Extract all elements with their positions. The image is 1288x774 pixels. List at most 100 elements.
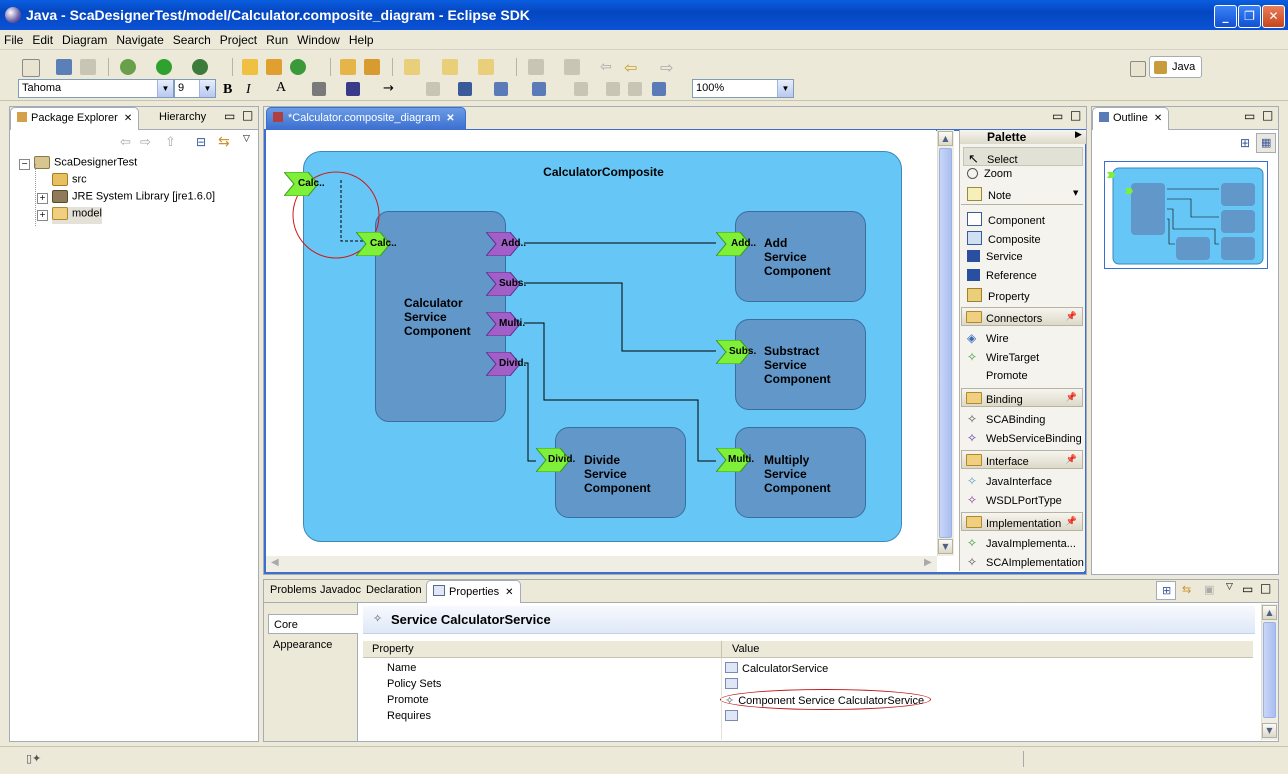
close-icon[interactable]: ✕	[123, 113, 133, 124]
back-icon[interactable]: ⇦	[624, 58, 638, 77]
outline-overview-toggle[interactable]: ▦	[1256, 133, 1276, 153]
column-property[interactable]: Property	[372, 643, 414, 655]
diagram-vertical-scrollbar[interactable]: ▲ ▼	[937, 130, 954, 556]
align-icon[interactable]	[532, 82, 546, 96]
tab-outline[interactable]: Outline✕	[1092, 107, 1170, 130]
link-editor-icon[interactable]: ⇆	[218, 134, 230, 150]
back-disabled-icon[interactable]: ⇦	[600, 59, 612, 75]
close-icon[interactable]: ✕	[505, 587, 514, 598]
menu-project[interactable]: Project	[219, 33, 258, 47]
tree-item-src[interactable]: src	[52, 173, 87, 190]
palette-tool-wire[interactable]: ◈Wire	[963, 328, 1083, 347]
compartment-icon[interactable]	[652, 82, 666, 96]
minimize-button[interactable]: _	[1214, 5, 1237, 28]
reference-divid-port[interactable]: Divid.	[486, 352, 526, 376]
tab-javadoc[interactable]: Javadoc	[314, 580, 367, 602]
tree-item-project[interactable]: ScaDesignerTest	[34, 156, 137, 173]
auto-size-icon[interactable]	[574, 82, 588, 96]
scroll-down-icon[interactable]: ▼	[1262, 723, 1277, 738]
menu-search[interactable]: Search	[172, 33, 211, 47]
java-perspective-button[interactable]: Java	[1149, 56, 1202, 78]
run-icon[interactable]	[156, 59, 172, 75]
palette-tool-javainterface[interactable]: ✧JavaInterface	[963, 471, 1083, 490]
maximize-view-icon[interactable]: □	[1262, 108, 1274, 122]
minimize-view-icon[interactable]: ▭	[1052, 109, 1064, 123]
restore-default-icon[interactable]: ▣	[1204, 583, 1215, 596]
save-icon[interactable]	[56, 59, 72, 75]
bold-button[interactable]: B	[223, 82, 233, 97]
chevron-down-icon[interactable]: ▼	[157, 80, 173, 97]
reference-multi-port[interactable]: Multi.	[486, 312, 526, 336]
column-value[interactable]: Value	[732, 643, 760, 655]
maximize-button[interactable]: ❐	[1238, 5, 1261, 28]
prev-annotation-icon[interactable]	[478, 59, 494, 75]
wire-divide[interactable]	[524, 362, 536, 462]
close-button[interactable]: ✕	[1262, 5, 1285, 28]
property-row-requires[interactable]: Requires	[363, 708, 1253, 724]
expand-icon[interactable]: +	[37, 193, 48, 204]
menu-edit[interactable]: Edit	[32, 33, 54, 47]
promote-wire[interactable]	[340, 180, 366, 242]
palette-drawer-interface[interactable]: Interface📌	[961, 450, 1083, 469]
properties-vertical-scrollbar[interactable]: ▲ ▼	[1261, 604, 1278, 740]
open-type-icon[interactable]	[340, 59, 356, 75]
menu-diagram[interactable]: Diagram	[62, 33, 108, 47]
copy-appearance-icon[interactable]	[426, 82, 440, 96]
pin-icon[interactable]: 📌	[1065, 454, 1077, 464]
new-class-icon[interactable]	[290, 59, 306, 75]
tab-calculator-diagram[interactable]: *Calculator.composite_diagram✕	[266, 107, 466, 130]
delete-route-icon[interactable]	[628, 82, 642, 96]
chevron-down-icon[interactable]: ▼	[777, 80, 793, 97]
print-icon[interactable]	[80, 59, 96, 75]
divide-service-port[interactable]: Divid.	[536, 448, 576, 472]
close-icon[interactable]: ✕	[1153, 113, 1163, 124]
reference-subs-port[interactable]: Subs.	[486, 272, 526, 296]
back-icon[interactable]: ⇦	[120, 135, 131, 150]
line-color-icon[interactable]	[346, 82, 360, 96]
view-menu-icon[interactable]: ▽	[243, 134, 250, 144]
property-row-name[interactable]: Name CalculatorService	[363, 660, 1253, 676]
maximize-view-icon[interactable]: □	[1070, 108, 1082, 122]
palette-tool-note[interactable]: Note	[963, 184, 1083, 203]
palette-tool-wiretarget[interactable]: ✧WireTarget	[963, 347, 1083, 366]
composite-service-port[interactable]: Calc..	[284, 172, 325, 196]
categories-toggle[interactable]: ⊞	[1156, 581, 1176, 600]
outline-tree-icon[interactable]: ⊞	[1240, 136, 1251, 150]
palette-node-reference[interactable]: Reference	[963, 266, 1083, 285]
palette-tool-scabinding[interactable]: ✧SCABinding	[963, 409, 1083, 428]
palette-node-component[interactable]: Component	[963, 209, 1083, 228]
component-substract-service[interactable]: Substract Service Component	[735, 319, 866, 410]
maximize-view-icon[interactable]: □	[242, 108, 254, 122]
chevron-down-icon[interactable]: ▼	[199, 80, 215, 97]
pin-icon[interactable]: 📌	[1065, 311, 1077, 321]
diagram-horizontal-scrollbar[interactable]: ◀ ▶	[266, 556, 937, 572]
tree-item-model[interactable]: model	[52, 207, 102, 224]
debug-icon[interactable]	[120, 59, 136, 75]
annotation-icon[interactable]	[404, 59, 420, 75]
palette-tool-select[interactable]: ↖Select	[963, 147, 1083, 166]
maximize-view-icon[interactable]: □	[1260, 581, 1272, 595]
wire-substract[interactable]	[524, 282, 716, 352]
tab-properties[interactable]: Properties✕	[426, 580, 521, 603]
close-icon[interactable]: ✕	[446, 113, 455, 124]
column-divider[interactable]	[721, 641, 722, 658]
menu-navigate[interactable]: Navigate	[116, 33, 164, 47]
component-calculator-service[interactable]: Calculator Service Component	[375, 211, 506, 422]
palette-tool-wsdlporttype[interactable]: ✧WSDLPortType	[963, 490, 1083, 509]
outline-thumbnail[interactable]	[1104, 161, 1268, 269]
font-size-combo[interactable]: 9 ▼	[174, 79, 216, 98]
new-icon[interactable]	[22, 59, 40, 77]
scroll-thumb[interactable]	[1263, 622, 1276, 718]
palette-node-service[interactable]: Service	[963, 247, 1083, 266]
palette-drawer-binding[interactable]: Binding📌	[961, 388, 1083, 407]
last-edit-icon[interactable]	[528, 59, 544, 75]
scroll-thumb[interactable]	[939, 148, 952, 538]
component-add-service[interactable]: Add Service Component	[735, 211, 866, 302]
scroll-left-icon[interactable]: ◀	[271, 557, 279, 568]
palette-node-composite[interactable]: Composite	[963, 228, 1083, 247]
forward-icon[interactable]: ⇨	[140, 135, 151, 150]
substract-service-port[interactable]: Subs.	[716, 340, 756, 364]
palette-drawer-implementation[interactable]: Implementation📌	[961, 512, 1083, 531]
calculator-service-port[interactable]: Calc..	[356, 232, 397, 256]
multiply-service-port[interactable]: Multi.	[716, 448, 756, 472]
